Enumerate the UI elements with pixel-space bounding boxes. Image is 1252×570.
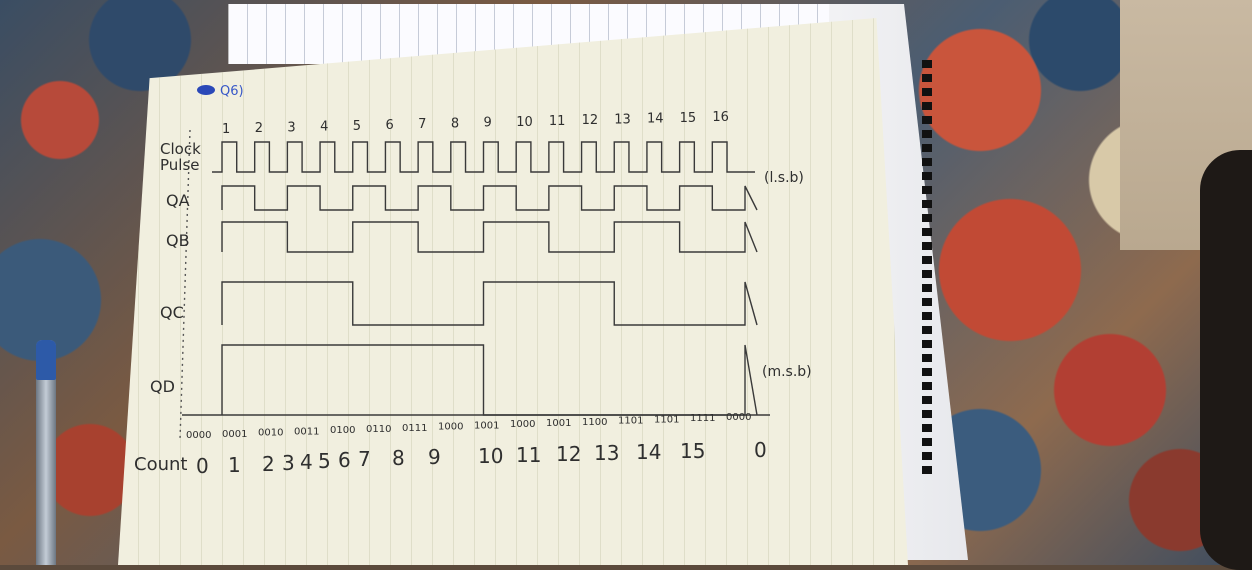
- binary-state: 1101: [618, 416, 643, 427]
- pulse-number: 3: [287, 120, 295, 135]
- binary-state: 1001: [474, 420, 499, 431]
- binary-state: 1100: [582, 417, 607, 428]
- pulse-number: 5: [353, 119, 361, 134]
- binary-state: 0001: [222, 429, 247, 440]
- binary-state: 0011: [294, 426, 319, 437]
- count-value: 9: [428, 445, 441, 469]
- pulse-number: 13: [614, 112, 631, 127]
- qb-label: QB: [166, 231, 190, 250]
- qa-label: QA: [166, 191, 190, 210]
- pulse-number: 16: [712, 110, 729, 125]
- count-value: 2: [262, 452, 275, 476]
- binary-state: 0000: [186, 430, 211, 441]
- count-value: 6: [338, 448, 351, 472]
- count-value: 5: [318, 449, 331, 473]
- pen: [36, 340, 56, 565]
- clock-label: Clock: [160, 140, 201, 158]
- count-value: 14: [636, 440, 661, 464]
- binary-state: 1001: [546, 418, 571, 429]
- count-value: 0: [754, 438, 767, 462]
- binary-state: 0111: [402, 423, 427, 434]
- count-value: 1: [228, 453, 241, 477]
- pulse-number: 7: [418, 117, 426, 132]
- qb-waveform: [221, 221, 758, 253]
- count-value: 7: [358, 447, 371, 471]
- pulse-number: 10: [516, 115, 533, 130]
- pulse-number: 4: [320, 120, 328, 135]
- dotted-guide: [179, 129, 191, 441]
- notebook-spiral: [922, 60, 932, 480]
- qd-waveform: [221, 344, 758, 416]
- pulse-number: 14: [647, 112, 664, 127]
- pulse-number: 11: [549, 114, 566, 129]
- blue-scribble: [197, 85, 215, 95]
- pulse-number: 6: [385, 118, 393, 133]
- qc-label: QC: [160, 303, 184, 322]
- count-value: 10: [478, 444, 503, 468]
- question-label: Q6): [220, 84, 244, 99]
- count-value: 11: [516, 443, 541, 467]
- pen-cap: [36, 340, 56, 380]
- qd-label: QD: [150, 377, 175, 396]
- hand: [1200, 150, 1252, 570]
- binary-state: 0110: [366, 424, 391, 435]
- count-value: 0: [196, 454, 209, 478]
- binary-state: 0010: [258, 428, 283, 439]
- lsb-note: (l.s.b): [764, 170, 804, 186]
- binary-state: 1000: [438, 422, 463, 433]
- pulse-number: 2: [255, 121, 263, 136]
- binary-state: 1111: [690, 413, 715, 424]
- binary-state: 0100: [330, 425, 355, 436]
- qc-waveform: [221, 281, 758, 326]
- binary-state: 0000: [726, 412, 751, 423]
- pulse-number: 15: [680, 111, 697, 126]
- binary-state: 1101: [654, 414, 679, 425]
- count-value: 13: [594, 441, 619, 465]
- qa-waveform: [221, 185, 758, 211]
- count-value: 12: [556, 442, 581, 466]
- count-value: 4: [300, 450, 313, 474]
- count-value: 8: [392, 446, 405, 470]
- clock-waveform: [212, 141, 755, 173]
- msb-note: (m.s.b): [762, 364, 812, 380]
- count-value: 15: [680, 439, 705, 463]
- pulse-number: 1: [222, 122, 230, 137]
- binary-state: 1000: [510, 419, 535, 430]
- pulse-number: 12: [582, 113, 599, 128]
- pulse-label: Pulse: [160, 156, 200, 174]
- count-value: 3: [282, 451, 295, 475]
- count-label: Count: [134, 454, 187, 475]
- pulse-number: 8: [451, 116, 459, 131]
- pulse-number: 9: [484, 116, 492, 131]
- paper-sheet: [118, 18, 908, 565]
